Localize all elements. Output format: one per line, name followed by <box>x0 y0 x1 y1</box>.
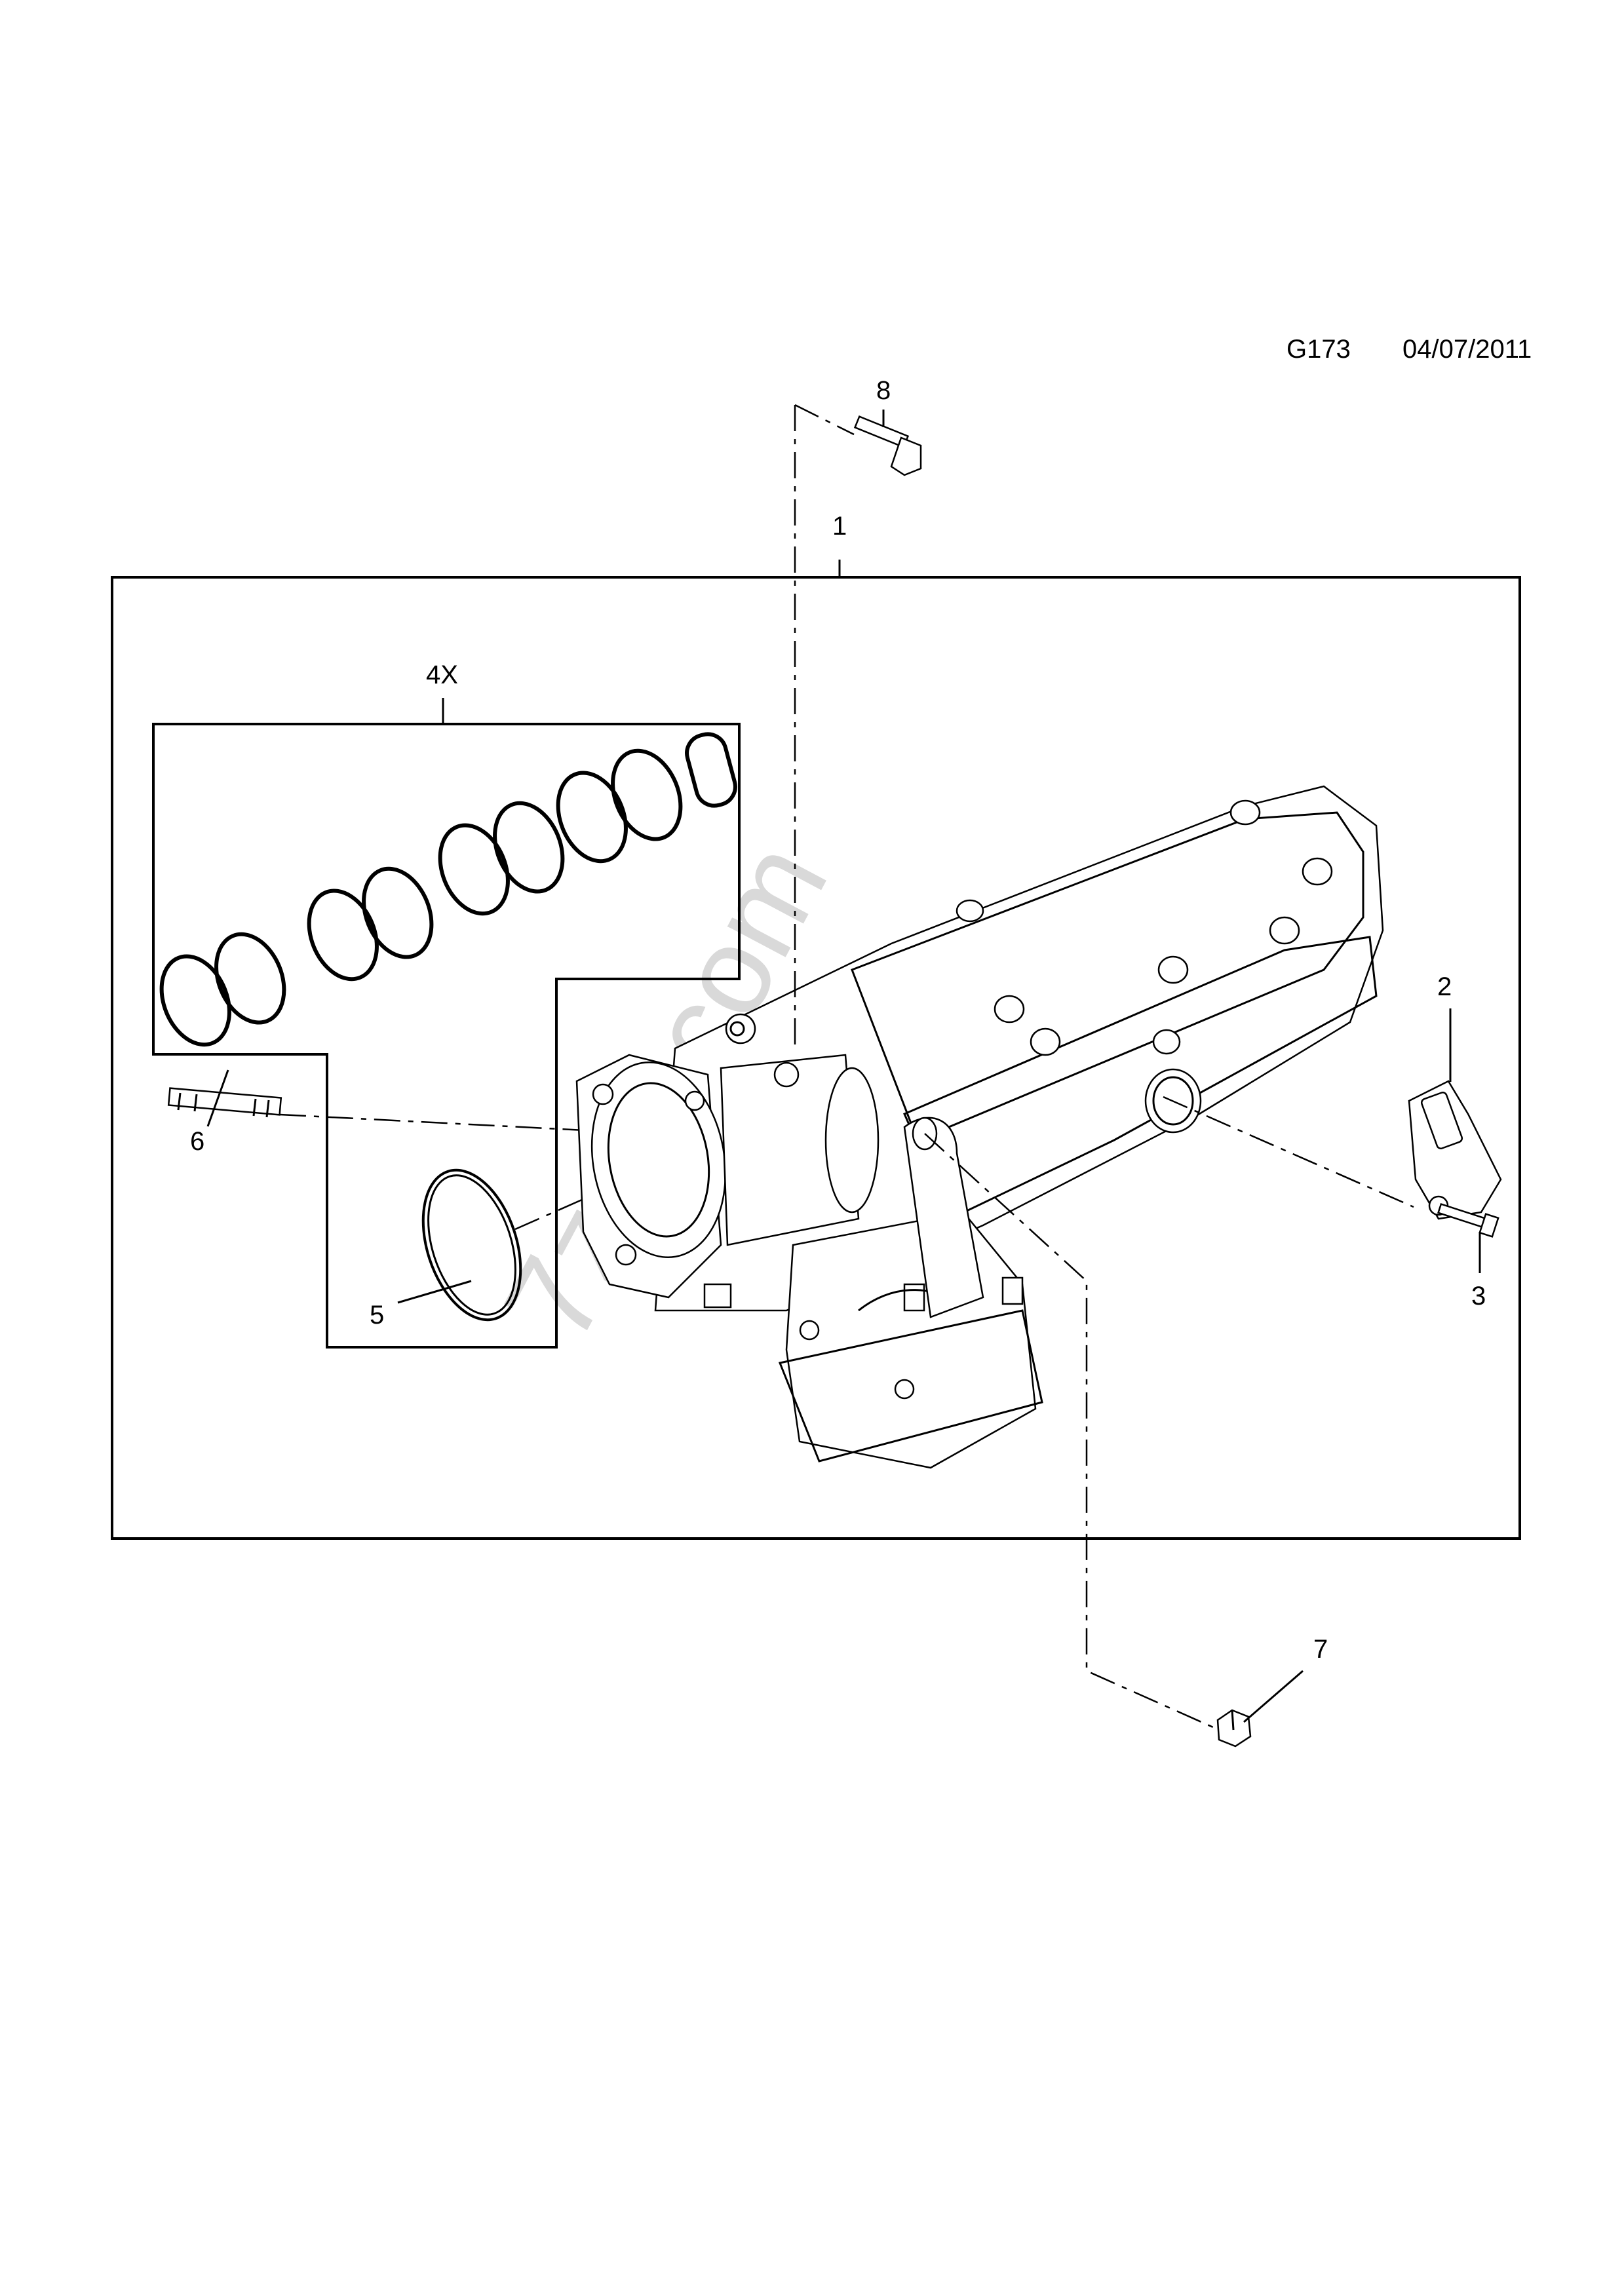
diagram-code: G173 <box>1286 335 1351 364</box>
pressure-sensor-2 <box>1408 1080 1502 1220</box>
bolt-8 <box>853 415 922 476</box>
dash-line-8-diag <box>794 404 855 436</box>
callout-6: 6 <box>190 1127 204 1156</box>
stud-6 <box>167 1087 282 1118</box>
gasket-set-box-4x <box>152 723 741 1349</box>
leader-6 <box>206 1069 229 1127</box>
callout-8: 8 <box>876 376 891 405</box>
callout-5: 5 <box>370 1301 384 1330</box>
dash-line-2 <box>1163 1096 1414 1208</box>
callout-3: 3 <box>1471 1282 1486 1311</box>
callout-4x: 4X <box>426 660 458 689</box>
leader-5 <box>397 1280 472 1304</box>
diagram-date: 04/07/2011 <box>1402 335 1532 364</box>
screw-3 <box>1437 1202 1499 1238</box>
callout-2: 2 <box>1437 972 1452 1001</box>
dash-line-7 <box>924 1133 1220 1731</box>
callout-7: 7 <box>1313 1635 1328 1664</box>
callout-1: 1 <box>832 512 847 541</box>
assembly-box-1 <box>111 576 1521 1540</box>
leader-7 <box>1243 1670 1304 1723</box>
intake-manifold <box>575 785 1384 1469</box>
seal-ring-5 <box>421 1168 522 1322</box>
nut-7 <box>1216 1709 1252 1748</box>
intake-gaskets <box>159 732 737 1047</box>
